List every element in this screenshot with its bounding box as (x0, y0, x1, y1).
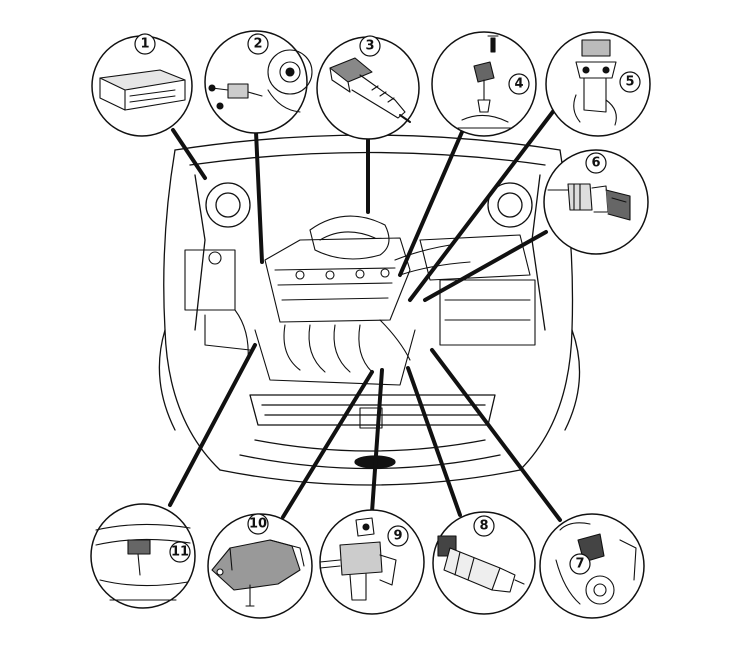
callout-3: 3 (316, 35, 420, 140)
callout-1: 1 (91, 33, 193, 137)
leader-lines (168, 103, 562, 522)
callout-number-8: 8 (479, 519, 488, 534)
callout-11: 11 (90, 503, 196, 609)
leader-line-10 (281, 370, 374, 519)
ignition-coil-icon (329, 57, 411, 123)
knock-sensor-icon (95, 523, 191, 601)
callout-number-1: 1 (140, 37, 149, 52)
callout-2: 2 (204, 30, 313, 134)
callout-number-5: 5 (625, 75, 634, 90)
solenoid-valve-icon (319, 517, 397, 601)
ecu-icon (99, 69, 186, 111)
leader-line-11 (168, 343, 257, 507)
callout-number-9: 9 (393, 529, 402, 544)
callout-number-2: 2 (253, 37, 262, 52)
leader-line-8 (406, 366, 462, 517)
leader-line-1 (171, 128, 207, 180)
callout-4: 4 (431, 31, 537, 137)
leader-line-9 (370, 368, 384, 514)
callout-7: 7 (539, 513, 645, 619)
callout-number-11: 11 (171, 545, 189, 560)
leader-line-4 (398, 130, 464, 277)
crankshaft-sensor-icon (208, 49, 313, 113)
callout-9: 9 (319, 509, 425, 615)
callout-number-10: 10 (249, 517, 267, 532)
callout-8: 8 (432, 511, 536, 615)
callout-number-4: 4 (514, 77, 523, 92)
leader-line-5 (408, 103, 560, 302)
leader-line-6 (423, 230, 548, 302)
callout-number-7: 7 (575, 557, 584, 572)
camshaft-sensor-icon (457, 35, 513, 129)
egr-valve-icon (573, 39, 617, 126)
idle-valve-icon (437, 535, 525, 593)
callout-5: 5 (545, 31, 651, 137)
callout-number-3: 3 (365, 39, 374, 54)
leader-line-2 (254, 130, 264, 264)
map-sensor-icon (211, 539, 305, 607)
leader-line-7 (430, 348, 562, 522)
engine-block (184, 215, 536, 429)
callout-10: 10 (207, 513, 313, 619)
coolant-sensor-icon (547, 183, 631, 221)
callout-6: 6 (543, 149, 649, 255)
callout-number-6: 6 (591, 156, 600, 171)
